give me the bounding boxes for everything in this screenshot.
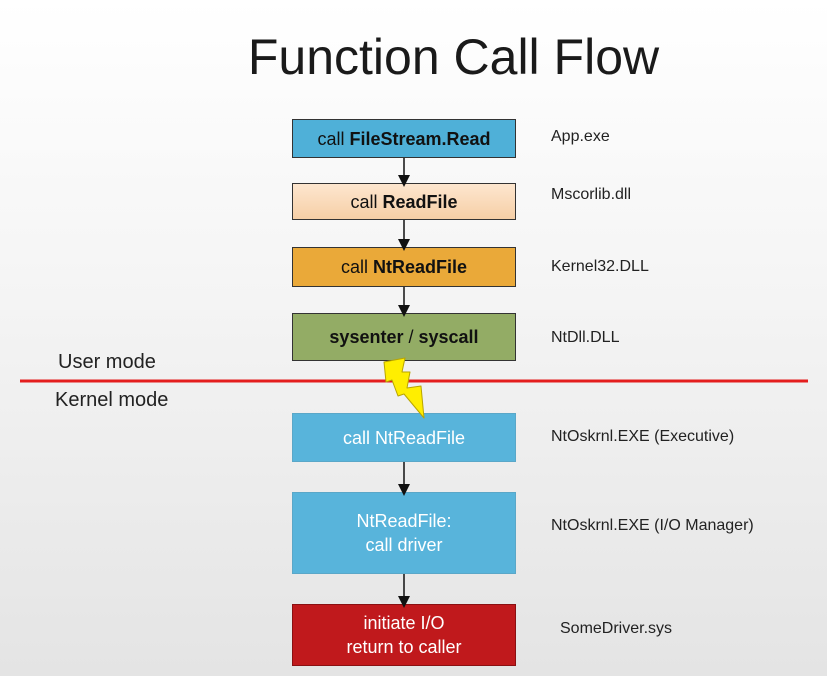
module-label-ntoskrnl-io-manager: NtOskrnl.EXE (I/O Manager) <box>551 517 754 534</box>
box-line2: call driver <box>365 535 443 555</box>
box-separator: / <box>403 327 419 347</box>
page-title: Function Call Flow <box>247 29 660 85</box>
module-label-ntoskrnl-executive: NtOskrnl.EXE (Executive) <box>551 428 735 445</box>
box-syscall: syscall <box>418 327 479 347</box>
box-sysenter-syscall: sysenter / syscall <box>292 313 516 361</box>
box-line1: initiate I/O <box>363 613 445 633</box>
box-prefix: call <box>317 128 345 149</box>
kernel-mode-label: Kernel mode <box>55 389 169 411</box>
box-function-name: NtReadFile <box>373 257 468 277</box>
box-line1: NtReadFile: <box>356 511 452 531</box>
module-label-kernel32: Kernel32.DLL <box>551 258 649 275</box>
box-function-name: FileStream.Read <box>349 128 491 149</box>
module-label-mscorlib: Mscorlib.dll <box>551 186 632 203</box>
module-label-ntdll: NtDll.DLL <box>551 329 620 346</box>
box-line2: return to caller <box>346 637 462 657</box>
box-ntreadfile-call-driver: NtReadFile: call driver <box>292 492 516 574</box>
module-label-app: App.exe <box>551 128 610 145</box>
box-text: call NtReadFile <box>342 427 466 448</box>
box-kernel-call-ntreadfile: call NtReadFile <box>292 413 516 462</box>
box-function-name: ReadFile <box>382 191 458 212</box>
box-initiate-io: initiate I/O return to caller <box>292 604 516 666</box>
user-mode-label: User mode <box>58 351 156 373</box>
lightning-icon <box>383 357 425 419</box>
box-prefix: call <box>340 257 368 277</box>
box-prefix: call <box>350 191 378 212</box>
box-sysenter: sysenter <box>329 327 404 347</box>
module-label-somedriver: SomeDriver.sys <box>560 620 673 637</box>
box-call-filestream-read: call FileStream.Read <box>292 119 516 158</box>
